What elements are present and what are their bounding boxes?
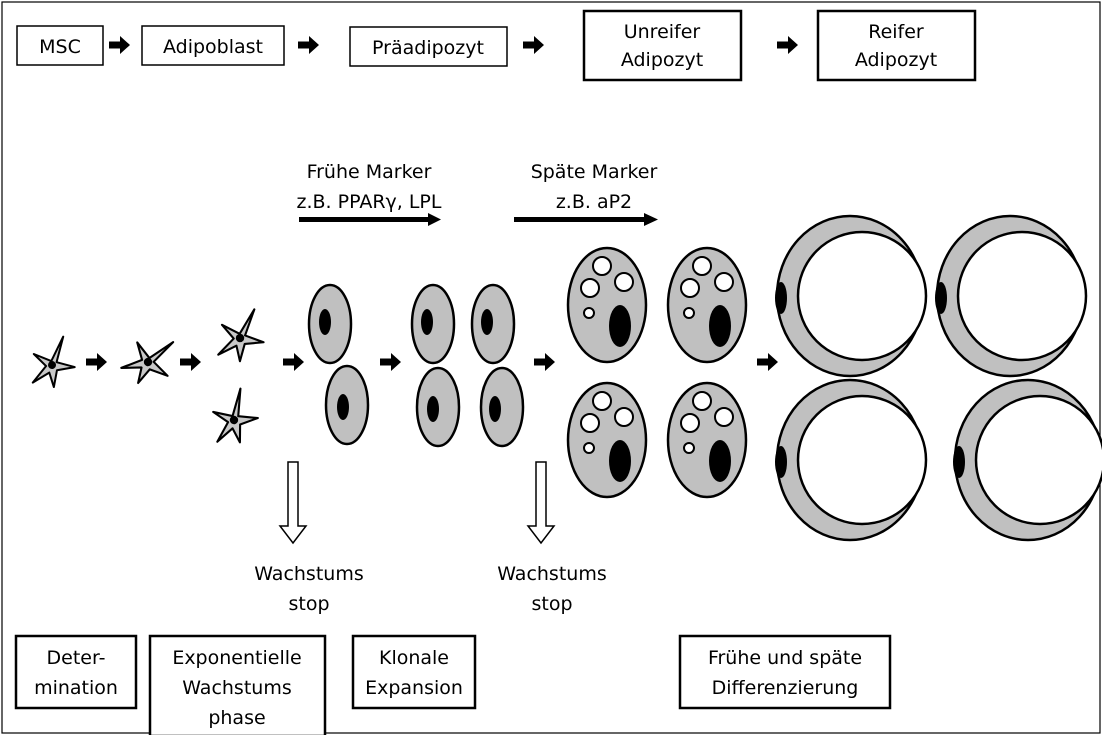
phase-differentiation-line1: Frühe und späte [708,647,862,669]
late-marker-title: Späte Marker [531,161,658,183]
late-marker-examples: z.B. aP2 [556,191,632,213]
phase-differentiation-line2: Differenzierung [712,677,859,699]
stage-label-reifer: Reifer [868,21,924,43]
phase-box-exponential: Exponentielle Wachstums phase [150,636,325,735]
growth-stop-1-line2: stop [288,593,329,615]
stage-label-unreifer: Unreifer [624,21,701,43]
early-marker-examples: z.B. PPARγ, LPL [297,191,442,213]
stage-box-msc: MSC [17,26,103,65]
stage-label-praeadipozyt: Präadipozyt [372,37,484,59]
phase-exponential-line2: Wachstums [182,677,292,699]
phase-exponential-line1: Exponentielle [172,647,301,669]
phase-clonal-line2: Expansion [365,677,463,699]
phase-exponential-line3: phase [208,707,265,729]
stage-label-adipozyt-1: Adipozyt [621,49,703,71]
growth-stop-2-line2: stop [531,593,572,615]
stage-label-adipoblast: Adipoblast [163,36,263,58]
stage-box-adipoblast: Adipoblast [142,26,284,65]
stage-box-reifer-adipozyt: Reifer Adipozyt [818,11,975,80]
growth-stop-1-line1: Wachstums [254,563,364,585]
phase-box-clonal-expansion: Klonale Expansion [353,636,475,708]
phase-box-differentiation: Frühe und späte Differenzierung [680,636,890,708]
stage-box-praeadipozyt: Präadipozyt [350,27,507,66]
phase-determination-line2: mination [34,677,118,699]
stage-box-unreifer-adipozyt: Unreifer Adipozyt [584,11,741,80]
stage-label-msc: MSC [39,36,81,58]
phase-determination-line1: Deter- [47,647,106,669]
phase-clonal-line1: Klonale [379,647,449,669]
early-marker-title: Frühe Marker [307,161,432,183]
stage-label-adipozyt-2: Adipozyt [855,49,937,71]
growth-stop-2-line1: Wachstums [497,563,607,585]
phase-box-determination: Deter- mination [16,636,136,708]
